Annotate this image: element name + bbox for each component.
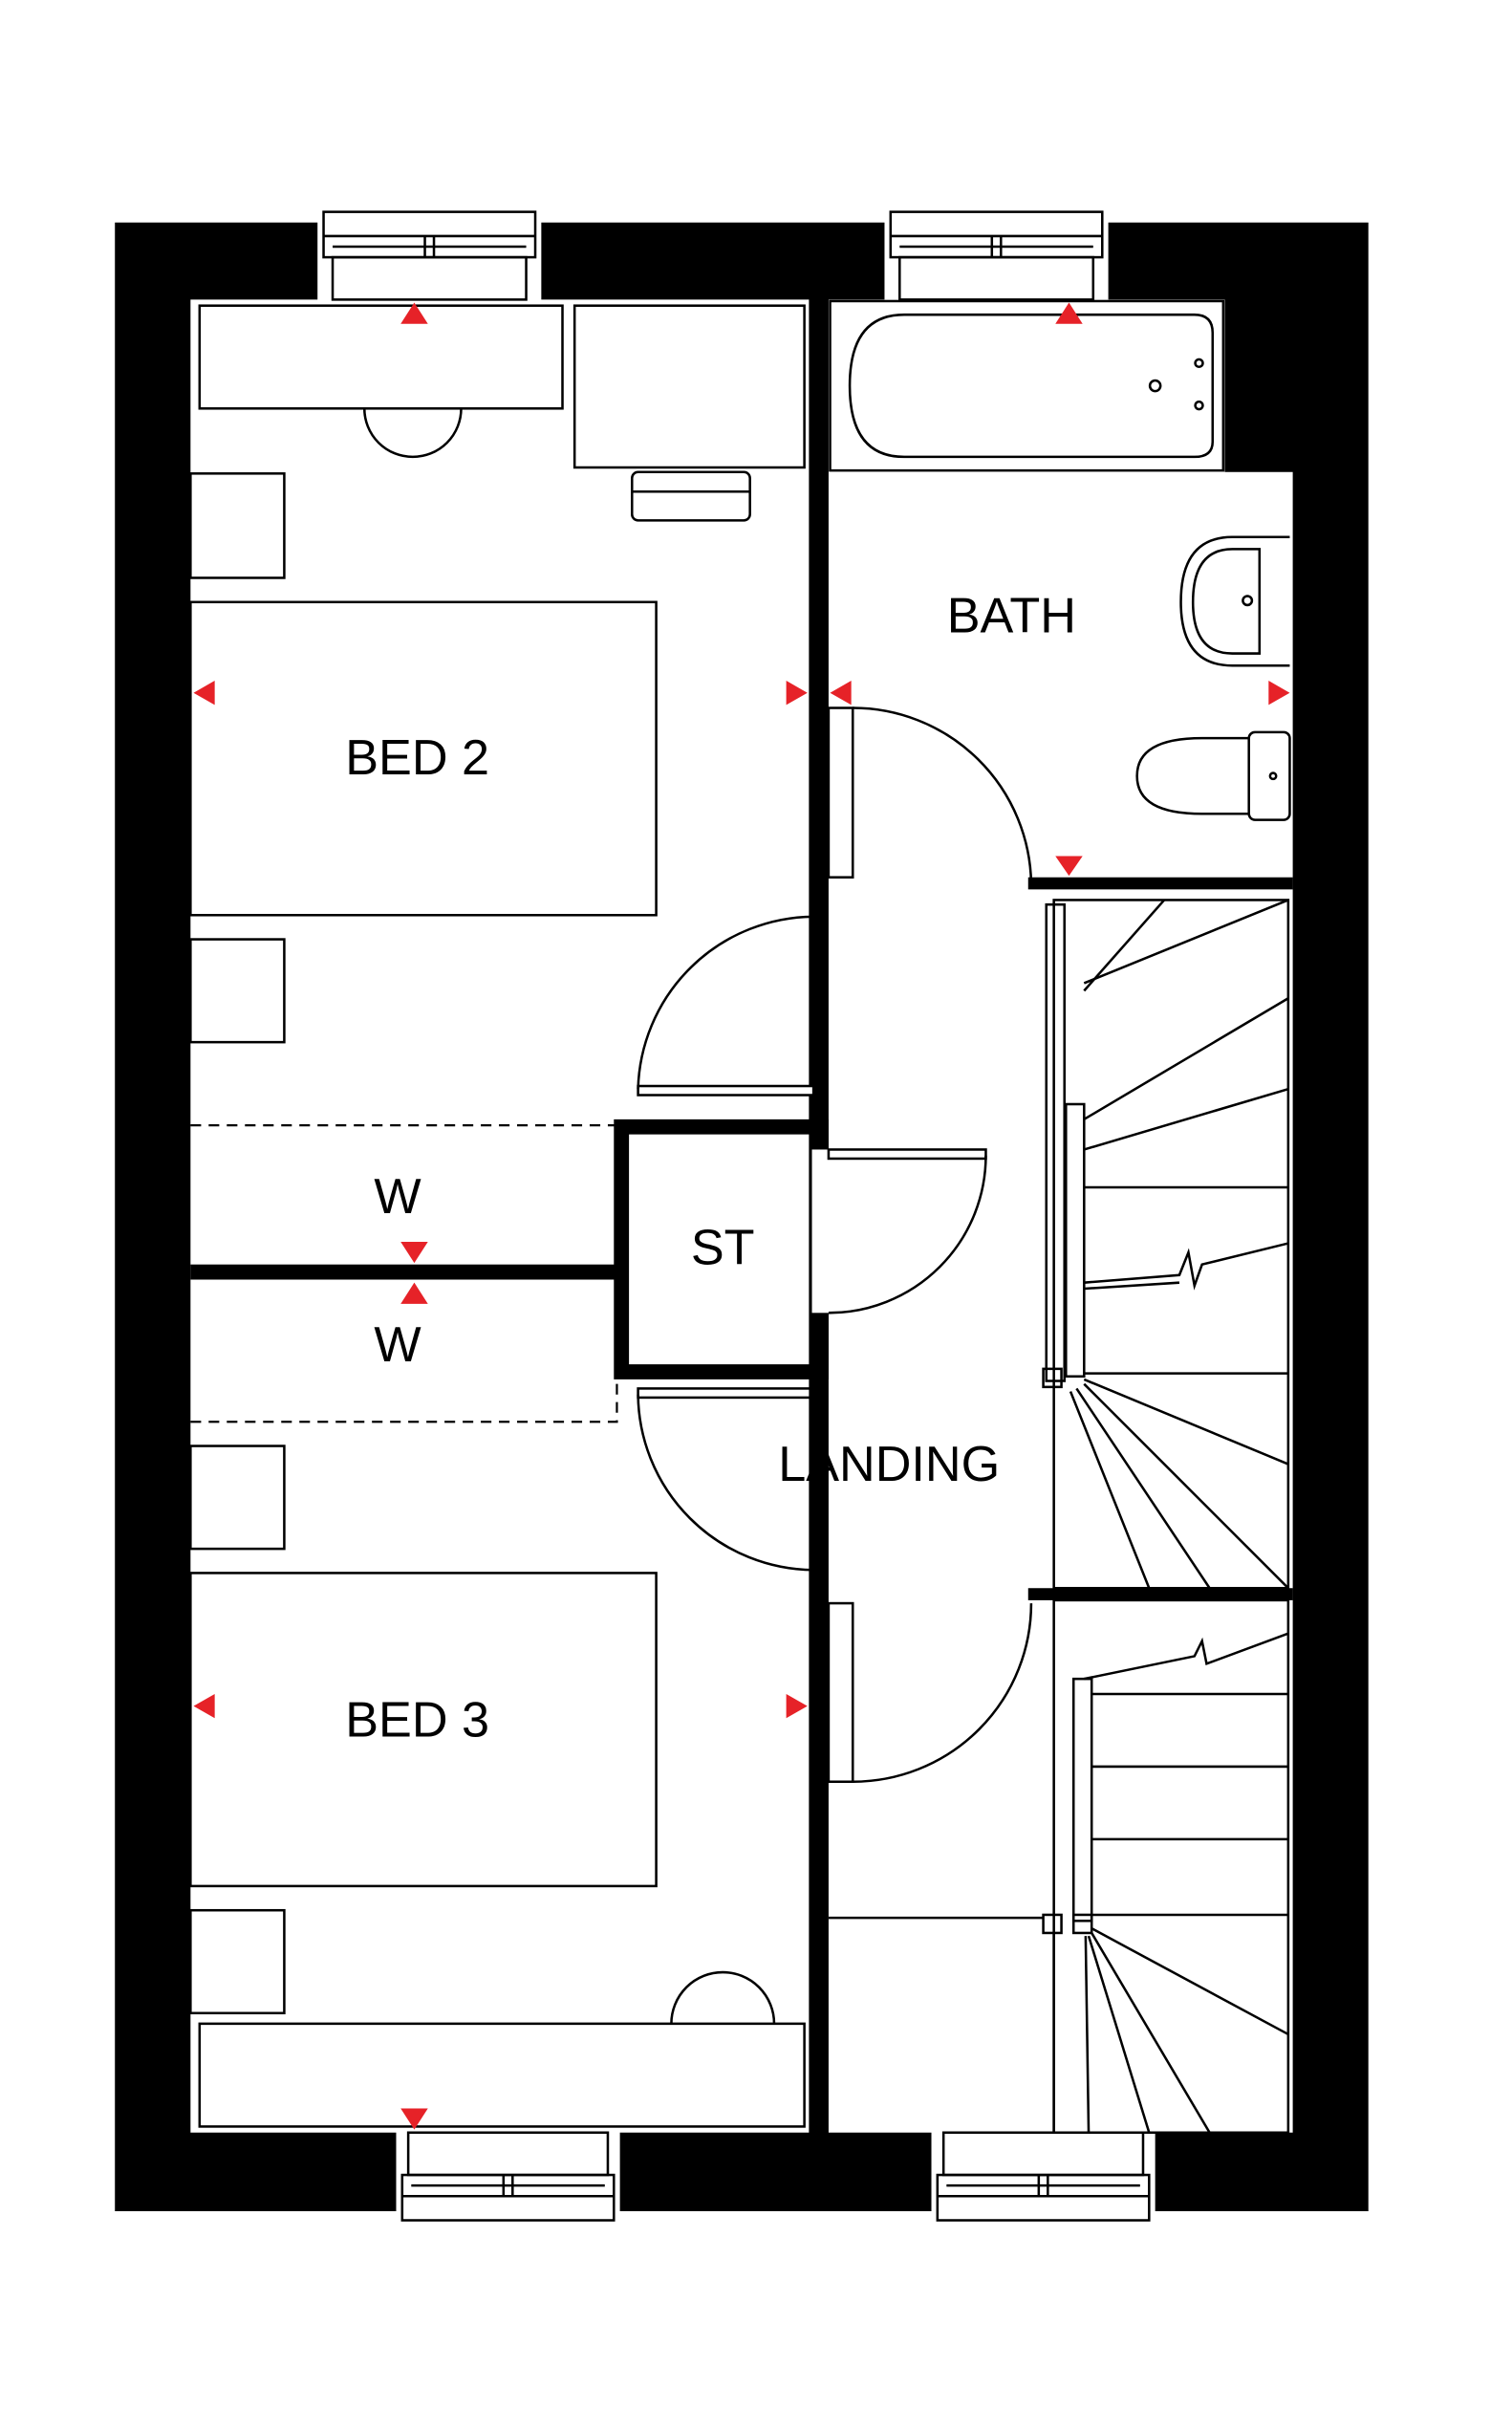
window-icon [884,210,1109,303]
toilet-icon [1135,730,1291,821]
wall-bed2-landing-upper [811,299,828,921]
room-label-landing: LANDING [778,1437,1000,1492]
bed-icon [189,600,658,917]
chair-icon [362,408,463,459]
desk-icon [198,2022,806,2128]
room-label-wardrobe-upper: W [374,1169,421,1225]
room-label-store: ST [691,1221,755,1276]
basin-icon [1179,535,1290,667]
desk-icon [198,304,564,410]
dimension-markers [193,302,1290,2130]
bath-fixtures [829,299,1291,821]
wall-stairs-mid [1027,1588,1293,1600]
dimension-marker-icon [786,681,808,706]
stairs-icon [828,899,1290,2135]
room-labels: BED 2 BATH W ST W LANDING BED 3 [345,588,1076,1748]
wall-bed3-landing-lower [811,1573,828,2133]
bedside-table-icon [189,1908,286,2015]
window-icon [396,2124,620,2224]
store-door-gap [811,1149,831,1314]
dimension-marker-icon [786,1693,808,1719]
wardrobe-outline [190,1379,618,1423]
room-label-bed2: BED 2 [345,730,489,786]
windows [317,210,1156,2224]
window-icon [931,2124,1156,2224]
landing-door-gap-bed2 [635,1086,814,1096]
dimension-marker-icon [830,681,852,706]
dimension-marker-icon [400,2108,428,2130]
bedside-table-icon [189,938,286,1044]
chair-icon [670,1970,776,2024]
dimension-marker-icon [400,1282,428,1304]
dimension-marker-icon [1268,681,1290,706]
dimension-marker-icon [400,1241,428,1264]
wall-bath-landing [1027,877,1293,890]
bed-icon [189,1572,658,1888]
door-swing-icon [827,1601,1033,1784]
bedside-table-icon [189,472,286,579]
dimension-marker-icon [1055,302,1083,324]
room-label-wardrobe-lower: W [374,1317,421,1373]
outer-walls [115,222,1369,2212]
window-icon [317,210,542,303]
bedside-table-icon [189,1444,286,1551]
bed2-furniture [189,304,806,1127]
bath-icon [829,299,1225,472]
chair-icon [631,470,751,522]
wall-bed-divider [190,1264,619,1280]
doors [637,706,1033,1784]
dimension-marker-icon [193,681,215,706]
walls [115,222,1369,2212]
dimension-marker-icon [193,1693,215,1719]
dimension-marker-icon [1055,856,1083,877]
room-label-bath: BATH [947,588,1076,643]
door-swing-icon [827,706,1033,884]
bed3-furniture [189,1379,806,2128]
desk-icon [572,304,806,469]
room-label-bed3: BED 3 [345,1692,489,1748]
door-swing-icon [637,915,815,1097]
dimension-marker-icon [400,302,428,324]
door-swing-icon [827,1148,987,1314]
door-swing-icon [637,1387,815,1572]
